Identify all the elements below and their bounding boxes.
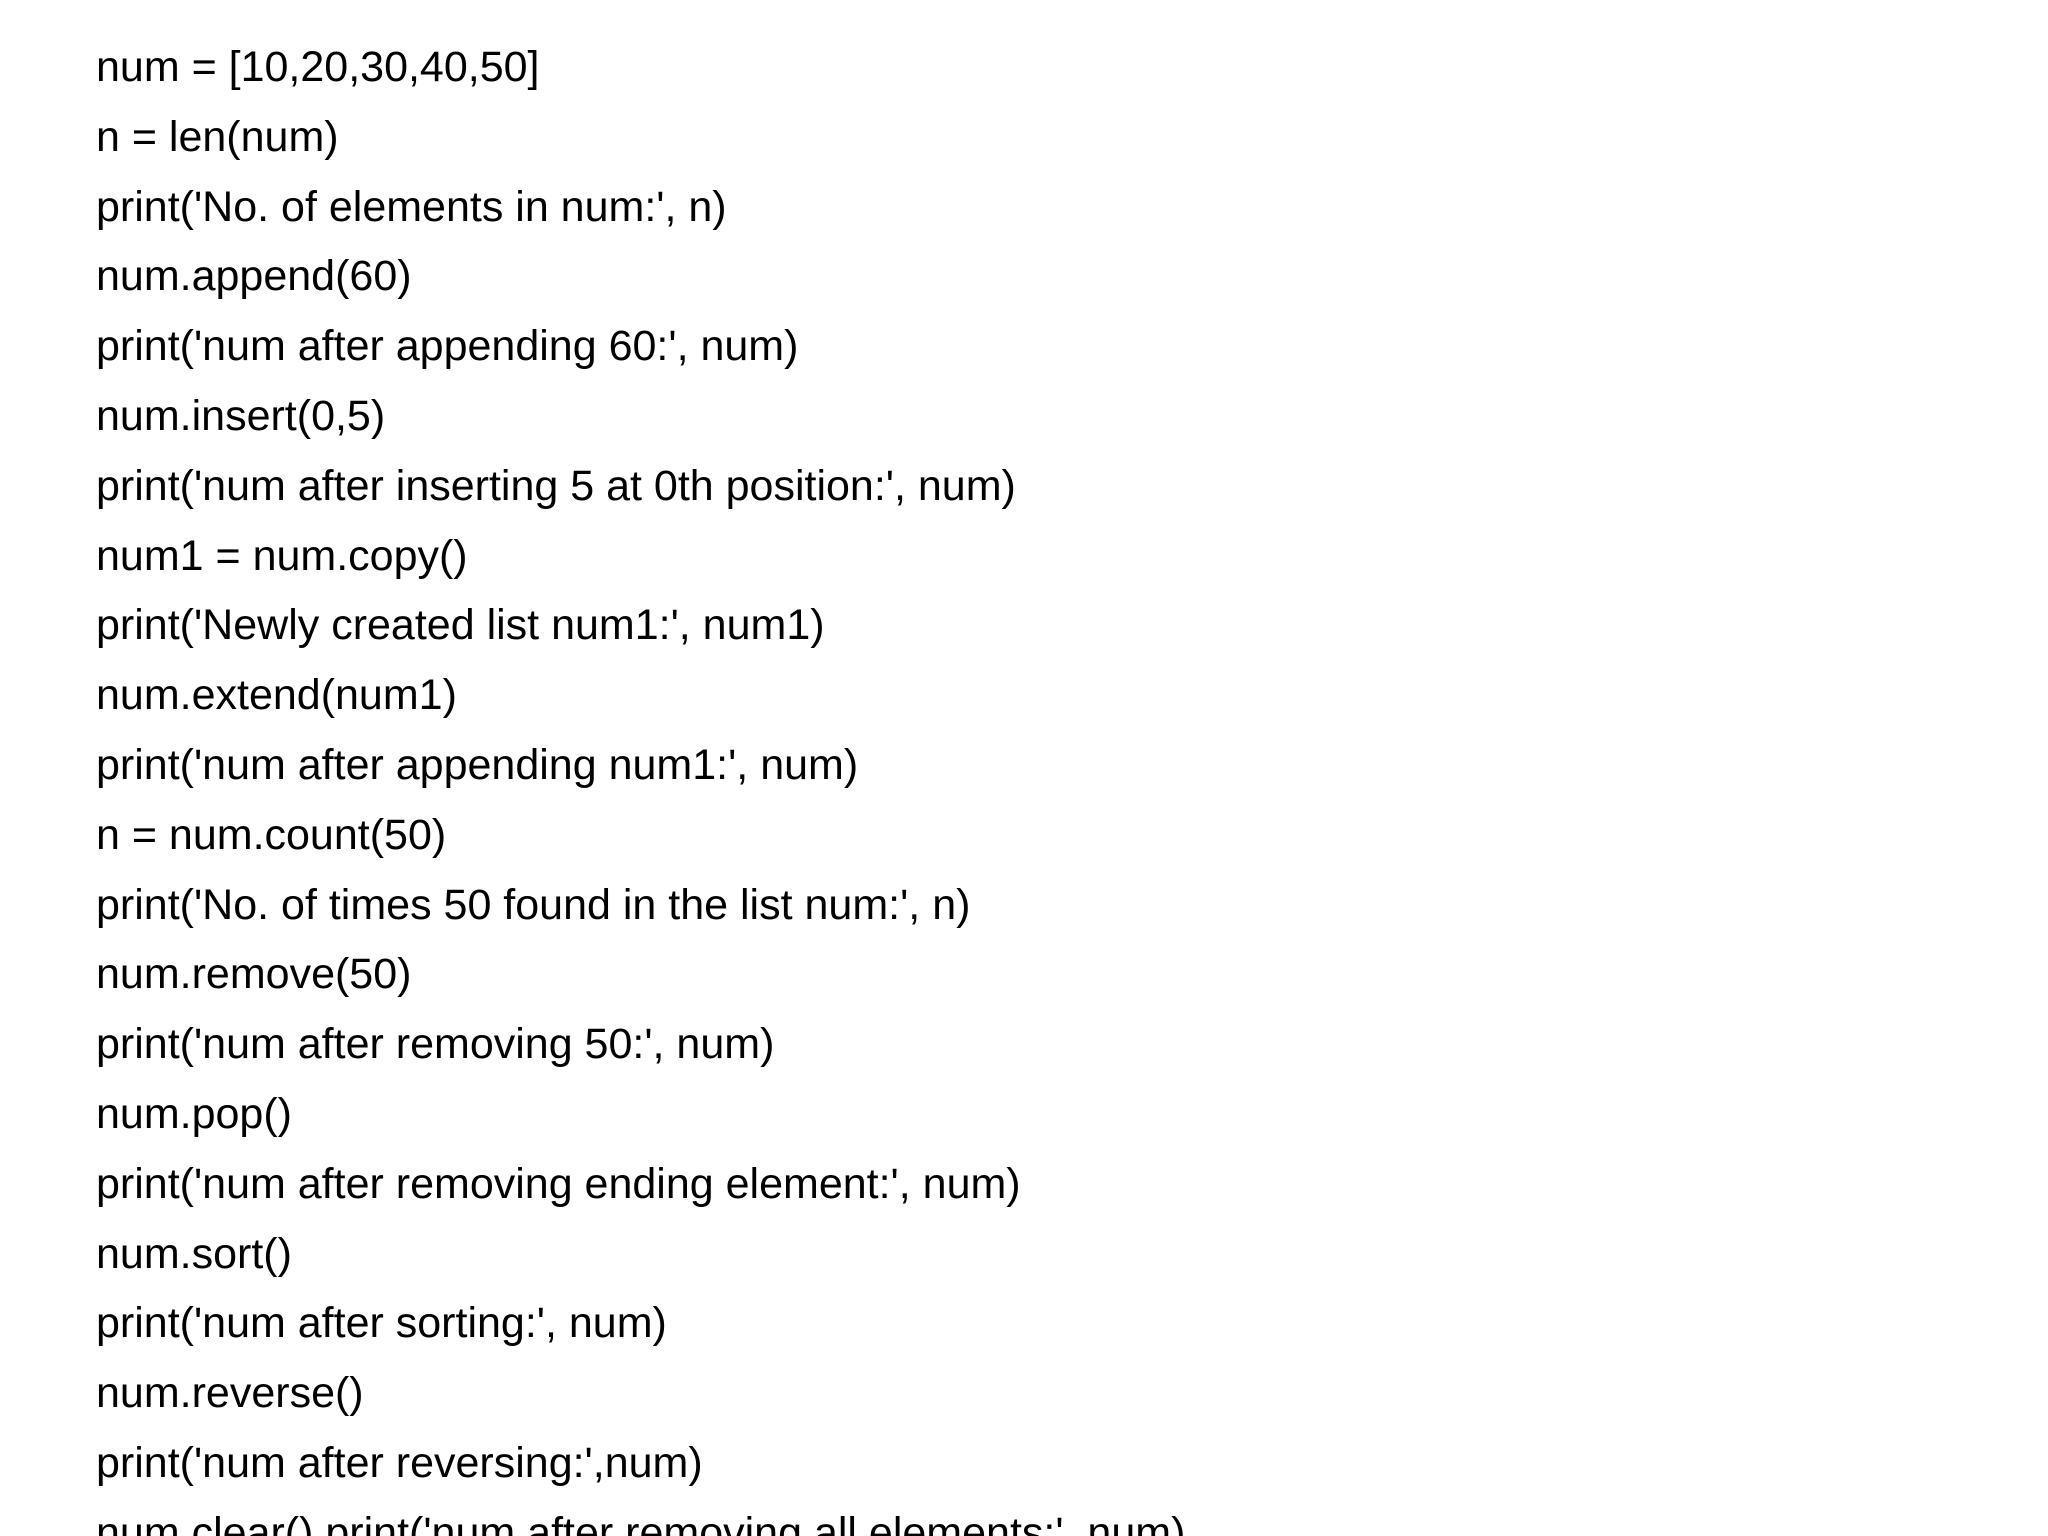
code-line: num.remove(50) — [96, 950, 412, 999]
code-listing: num = [10,20,30,40,50] n = len(num) prin… — [96, 33, 1185, 1536]
code-line: num.pop() — [96, 1089, 292, 1138]
code-line: n = num.count(50) — [96, 810, 447, 859]
code-line: num = [10,20,30,40,50] — [96, 43, 540, 91]
code-line: num.append(60) — [96, 252, 412, 301]
code-line: num1 = num.copy() — [96, 531, 468, 580]
code-line: print('num after reversing:',num) — [96, 1438, 703, 1487]
code-line: num.clear() print('num after removing al… — [96, 1508, 1186, 1536]
code-line: num.sort() — [96, 1229, 292, 1278]
code-line: n = len(num) — [96, 112, 339, 161]
code-line: print('No. of elements in num:', n) — [96, 182, 727, 231]
code-line: print('num after inserting 5 at 0th posi… — [96, 461, 1016, 510]
code-line: num.insert(0,5) — [96, 391, 386, 440]
code-line: print('num after appending 60:', num) — [96, 322, 799, 371]
code-line: print('num after sorting:', num) — [96, 1299, 667, 1348]
code-line: num.reverse() — [96, 1369, 364, 1418]
code-line: print('num after removing ending element… — [96, 1159, 1021, 1208]
code-line: num.extend(num1) — [96, 671, 457, 720]
code-line: print('Newly created list num1:', num1) — [96, 601, 825, 650]
code-line: print('num after appending num1:', num) — [96, 740, 859, 789]
code-line: print('No. of times 50 found in the list… — [96, 880, 971, 929]
code-line: print('num after removing 50:', num) — [96, 1020, 775, 1069]
